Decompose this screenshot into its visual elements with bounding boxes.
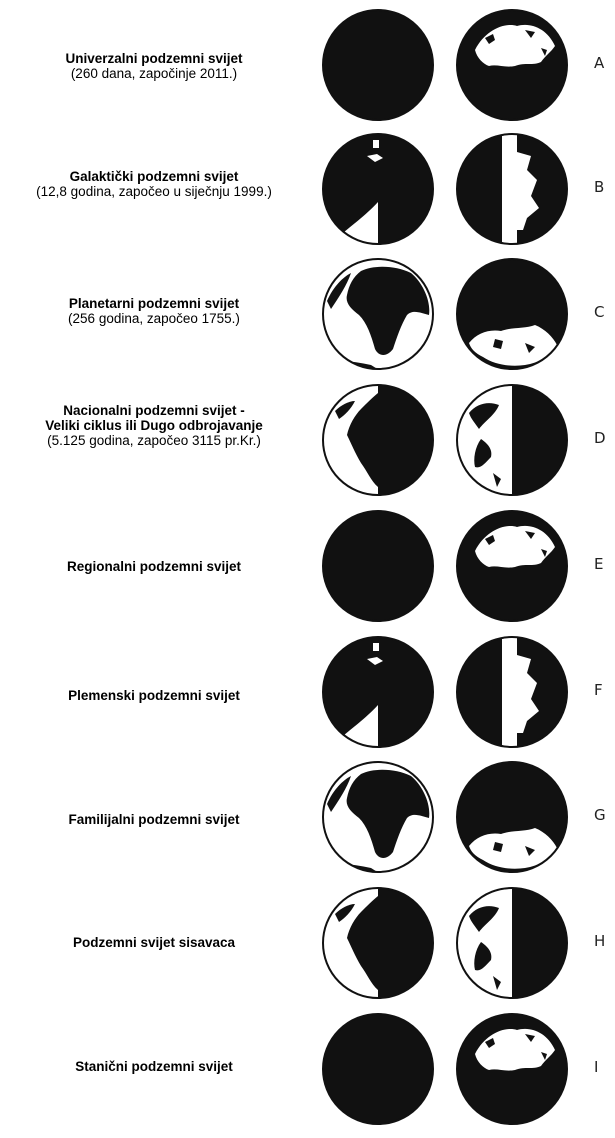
row-letter: B	[594, 178, 604, 196]
globe-left-icon	[321, 1012, 435, 1126]
globe-right-icon	[455, 8, 569, 122]
row-subtitle: (260 dana, započinje 2011.)	[0, 66, 308, 81]
row-title: Nacionalni podzemni svijet - Veliki cikl…	[0, 403, 308, 433]
diagram-row: Galaktički podzemni svijet(12,8 godina, …	[0, 132, 615, 258]
globe-left-icon	[321, 886, 435, 1000]
row-title: Regionalni podzemni svijet	[0, 559, 308, 574]
diagram-row: Podzemni svijet sisavaca H	[0, 886, 615, 1012]
row-title: Podzemni svijet sisavaca	[0, 935, 308, 950]
globe-right-icon	[455, 1012, 569, 1126]
globe-left-icon	[321, 635, 435, 749]
globe-right-icon	[455, 383, 569, 497]
row-label: Galaktički podzemni svijet(12,8 godina, …	[0, 169, 308, 199]
row-label: Familijalni podzemni svijet	[0, 812, 308, 827]
row-label: Stanični podzemni svijet	[0, 1059, 308, 1074]
globe-right-icon	[455, 509, 569, 623]
row-letter: E	[594, 555, 603, 573]
diagram-row: Univerzalni podzemni svijet(260 dana, za…	[0, 8, 615, 134]
row-subtitle: (12,8 godina, započeo u siječnju 1999.)	[0, 184, 308, 199]
diagram-row: Nacionalni podzemni svijet - Veliki cikl…	[0, 383, 615, 509]
row-label: Plemenski podzemni svijet	[0, 688, 308, 703]
globe-left-icon	[321, 383, 435, 497]
globe-left-icon	[321, 760, 435, 874]
globe-left-icon	[321, 132, 435, 246]
row-label: Podzemni svijet sisavaca	[0, 935, 308, 950]
globe-right-icon	[455, 760, 569, 874]
diagram-row: Regionalni podzemni svijet E	[0, 509, 615, 635]
row-title: Planetarni podzemni svijet	[0, 296, 308, 311]
row-label: Univerzalni podzemni svijet(260 dana, za…	[0, 51, 308, 81]
row-letter: D	[594, 429, 606, 447]
globe-left-icon	[321, 509, 435, 623]
row-letter: A	[594, 54, 604, 72]
row-title: Univerzalni podzemni svijet	[0, 51, 308, 66]
globe-right-icon	[455, 635, 569, 749]
row-label: Nacionalni podzemni svijet - Veliki cikl…	[0, 403, 308, 448]
globe-right-icon	[455, 132, 569, 246]
row-letter: H	[594, 932, 605, 950]
row-subtitle: (256 godina, započeo 1755.)	[0, 311, 308, 326]
row-letter: I	[594, 1058, 598, 1076]
row-subtitle: (5.125 godina, započeo 3115 pr.Kr.)	[0, 433, 308, 448]
row-letter: F	[594, 681, 603, 699]
globe-left-icon	[321, 8, 435, 122]
row-title: Galaktički podzemni svijet	[0, 169, 308, 184]
row-title: Familijalni podzemni svijet	[0, 812, 308, 827]
row-label: Planetarni podzemni svijet(256 godina, z…	[0, 296, 308, 326]
row-letter: C	[594, 303, 604, 321]
diagram-row: Familijalni podzemni svijet G	[0, 760, 615, 886]
diagram-row: Plemenski podzemni svijet F	[0, 635, 615, 761]
globe-right-icon	[455, 257, 569, 371]
row-letter: G	[594, 806, 606, 824]
row-title: Plemenski podzemni svijet	[0, 688, 308, 703]
diagram-row: Stanični podzemni svijet I	[0, 1012, 615, 1138]
globe-left-icon	[321, 257, 435, 371]
diagram-row: Planetarni podzemni svijet(256 godina, z…	[0, 257, 615, 383]
globe-right-icon	[455, 886, 569, 1000]
row-label: Regionalni podzemni svijet	[0, 559, 308, 574]
row-title: Stanični podzemni svijet	[0, 1059, 308, 1074]
